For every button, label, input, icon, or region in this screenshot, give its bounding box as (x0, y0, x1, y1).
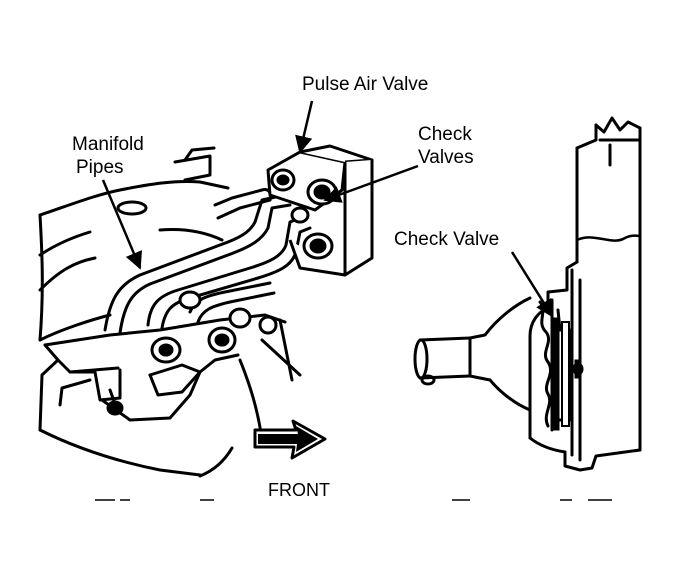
manifold-pipes-drawing (103, 188, 312, 335)
check-valve-label: Check Valve (394, 229, 500, 250)
check-valve-section-drawing (413, 116, 642, 472)
check-valve-leader (510, 251, 554, 318)
front-label: FRONT (268, 480, 330, 500)
pulse-air-valve-label: Pulse Air Valve (302, 74, 429, 95)
check-valves-label-line1: Check (418, 124, 472, 145)
engine-block-drawing (38, 146, 302, 478)
manifold-pipes-leader (101, 179, 142, 270)
manifold-pipes-label-line1: Manifold (72, 134, 144, 155)
front-arrow-icon (253, 419, 327, 460)
manifold-pipes-label-line2: Pipes (76, 157, 124, 178)
check-valve-disc-drawing (550, 317, 584, 431)
check-valves-label-line2: Valves (418, 147, 474, 168)
leader-lines (101, 100, 554, 318)
check-valves-leader (323, 164, 419, 203)
pulse-air-valve-drawing (266, 144, 374, 277)
bracket-nuts-drawing (106, 290, 278, 416)
pulse-air-valve-leader (295, 100, 314, 154)
